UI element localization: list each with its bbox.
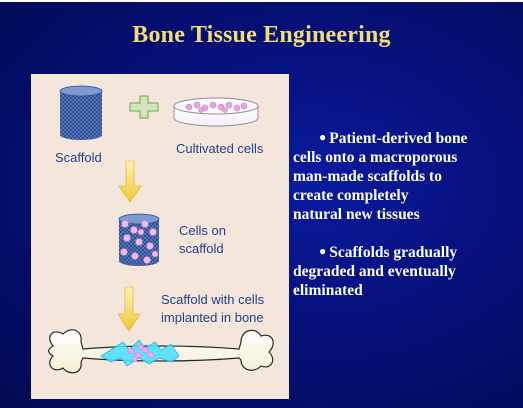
diagram-panel: Scaffold Cultivated cells Cells on scaff…: [31, 74, 289, 399]
bullet-dot-icon: ●: [293, 244, 329, 258]
bullet-2: ●Scaffolds gradually degraded and eventu…: [293, 242, 523, 300]
bone-icon: [49, 330, 274, 373]
label-implanted-line1: Scaffold with cells: [161, 292, 264, 308]
label-scaffold: Scaffold: [55, 150, 102, 166]
petri-dish-icon: [174, 98, 258, 126]
label-cultivated-cells: Cultivated cells: [176, 141, 263, 157]
label-implanted-line2: implanted in bone: [161, 310, 264, 326]
bullet-2-line-2: degraded and eventually: [293, 262, 523, 281]
slide-title: Bone Tissue Engineering: [0, 22, 523, 49]
bullet-1: ●Patient-derived bone cells onto a macro…: [293, 128, 523, 224]
bullet-1-line-1: Patient-derived bone: [329, 130, 467, 147]
bullet-1-line-5: natural new tissues: [293, 205, 523, 224]
bullet-2-line-3: eliminated: [293, 281, 523, 300]
bullet-dot-icon: ●: [293, 130, 329, 144]
down-arrow-icon-2: [118, 287, 140, 331]
label-cells-on-line1: Cells on: [179, 223, 226, 239]
bullet-1-line-2: cells onto a macroporous: [293, 148, 523, 167]
seeded-scaffold-icon: [119, 214, 159, 266]
down-arrow-icon-1: [119, 161, 141, 202]
diagram-graphics: [31, 74, 289, 399]
bullet-list: ●Patient-derived bone cells onto a macro…: [293, 128, 523, 318]
scaffold-cylinder-icon: [60, 86, 102, 140]
plus-icon: [130, 96, 158, 118]
bullet-2-line-1: Scaffolds gradually: [329, 244, 457, 261]
bullet-1-line-3: man-made scaffolds to: [293, 167, 523, 186]
label-cells-on-line2: scaffold: [179, 241, 224, 257]
bullet-1-line-4: create completely: [293, 186, 523, 205]
